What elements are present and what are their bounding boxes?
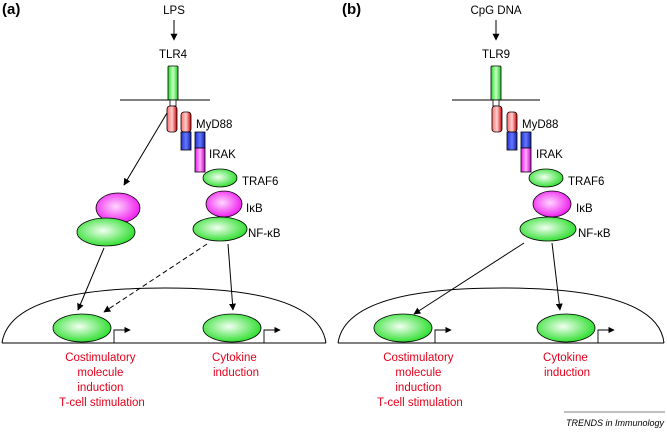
panel-b-ikb-label: IκB — [576, 203, 593, 215]
panel-a-myd88-domain-2 — [180, 111, 192, 133]
panel-a-irak-death-domain — [194, 131, 206, 149]
panel-b-right-to-nucleus-arrow — [551, 242, 563, 311]
panel-a: (a) LPS TLR4 MyD88 IRAK TRAF6 IκB NF-κB — [1, 1, 327, 409]
panel-b-output-left-line: T-cell stimulation — [377, 397, 463, 409]
panel-a-receptor-stem — [169, 99, 177, 107]
panel-a-dashed-arrow — [103, 243, 208, 313]
panel-a-left-nfkb — [76, 217, 136, 247]
panel-b-receptor-label: TLR9 — [482, 49, 510, 61]
panel-b-left-to-nucleus-arrow — [413, 242, 525, 315]
panel-b-promoter-left — [434, 326, 452, 343]
panel-a-output-left: Costimulatory molecule induction T-cell … — [59, 352, 145, 409]
panel-b-nfkb — [519, 216, 577, 242]
panel-b-ligand-label: CpG DNA — [470, 5, 521, 17]
panel-a-nfkb-label: NF-κB — [248, 228, 281, 240]
panel-a-irak-kinase — [194, 147, 206, 173]
footer-credit: TRENDS in Immunology — [566, 418, 665, 428]
panel-a-output-right-line: Cytokine — [212, 352, 257, 364]
panel-b-output-left: Costimulatory molecule induction T-cell … — [377, 352, 463, 409]
panel-b-irak-label: IRAK — [536, 149, 563, 161]
panel-a-receptor-label: TLR4 — [159, 49, 188, 61]
panel-b-traf6-label: TRAF6 — [568, 176, 604, 188]
panel-b-myd88-label: MyD88 — [522, 119, 558, 131]
panel-a-myd88-label: MyD88 — [196, 119, 232, 131]
panel-b-irak-kinase — [520, 147, 532, 173]
panel-b-tlr9-receptor — [490, 65, 502, 101]
panel-a-nuclear-nfkb-right — [202, 313, 262, 343]
panel-a-left-branch-arrow — [123, 112, 168, 186]
panel-a-letter: (a) — [2, 1, 20, 18]
panel-a-output-right-line: induction — [213, 367, 259, 379]
panel-a-traf6 — [202, 168, 238, 188]
panel-b-myd88-domain-2 — [506, 111, 518, 133]
panel-a-ligand-label: LPS — [163, 5, 185, 17]
panel-a-tlr4-receptor — [167, 65, 179, 101]
panel-a-promoter-left — [113, 326, 131, 343]
panel-b-traf6 — [528, 168, 564, 188]
panel-a-myd88-domain-1 — [166, 105, 178, 133]
panel-b-output-right-line: induction — [544, 367, 590, 379]
panel-a-ikb — [205, 190, 243, 218]
panel-a-promoter-right — [263, 326, 281, 343]
panel-b-output-right: Cytokine induction — [543, 352, 591, 379]
panel-a-nfkb — [192, 216, 248, 242]
panel-a-nuclear-nfkb-left — [52, 313, 112, 343]
panel-a-irak-label: IRAK — [209, 149, 236, 161]
panel-a-output-left-line: Costimulatory — [65, 352, 136, 364]
panel-b-nfkb-label: NF-κB — [578, 228, 611, 240]
panel-b-ikb — [532, 190, 572, 218]
panel-b: (b) CpG DNA TLR9 MyD88 IRAK TRAF6 IκB NF… — [337, 1, 665, 409]
panel-a-right-to-nucleus-arrow — [227, 243, 237, 311]
panel-a-output-right: Cytokine induction — [212, 352, 260, 379]
panel-b-nucleus — [337, 287, 665, 344]
panel-a-ikb-label: IκB — [246, 203, 263, 215]
panel-a-left-to-nucleus-arrow — [77, 247, 105, 311]
panel-a-output-left-line: T-cell stimulation — [59, 397, 145, 409]
panel-b-output-left-line: induction — [395, 382, 441, 394]
panel-b-receptor-stem — [492, 99, 500, 107]
panel-b-output-left-line: Costimulatory — [383, 352, 454, 364]
panel-b-letter: (b) — [342, 1, 361, 18]
panel-b-nuclear-nfkb-left — [373, 313, 433, 343]
panel-b-output-left-line: molecule — [395, 367, 441, 379]
panel-a-output-left-line: molecule — [77, 367, 123, 379]
panel-a-nucleus — [1, 287, 327, 344]
panel-b-nuclear-nfkb-right — [536, 313, 596, 343]
panel-a-traf6-label: TRAF6 — [242, 176, 278, 188]
panel-b-irak-death-domain — [520, 131, 532, 149]
panel-b-output-right-line: Cytokine — [543, 352, 588, 364]
panel-a-myd88-death-domain — [180, 131, 192, 151]
panel-b-promoter-right — [597, 326, 615, 343]
panel-b-myd88-domain-1 — [491, 105, 503, 133]
panel-a-output-left-line: induction — [77, 382, 123, 394]
panel-b-myd88-death-domain — [506, 131, 518, 151]
